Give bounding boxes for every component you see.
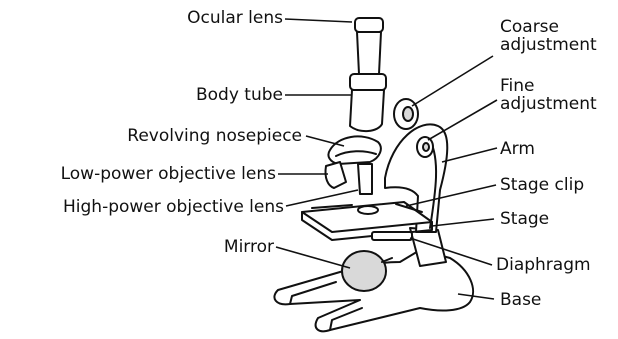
leader-coarse (412, 56, 493, 106)
low-power-objective-shape (325, 162, 346, 188)
leader-ocular-lens (285, 19, 352, 22)
leader-stage (432, 219, 494, 226)
label-stage: Stage (500, 209, 549, 229)
label-fine-line1: Fine (500, 77, 597, 95)
label-coarse-line2: adjustment (500, 36, 597, 54)
leader-high-power (286, 190, 358, 206)
label-stage-clip: Stage clip (500, 175, 584, 195)
ocular-lens-shape (355, 18, 383, 32)
body-tube-shape (350, 90, 384, 131)
label-diaphragm: Diaphragm (496, 255, 591, 275)
label-fine-adjustment: Fine adjustment (500, 77, 597, 113)
label-base: Base (500, 290, 541, 310)
label-fine-line2: adjustment (500, 95, 597, 113)
label-low-power-objective: Low-power objective lens (4, 164, 276, 184)
leader-mirror (276, 247, 350, 268)
leader-arm (442, 148, 497, 162)
mirror-shape (342, 251, 386, 291)
leader-fine (428, 100, 497, 140)
diaphragm-shape (372, 232, 412, 240)
label-revolving-nosepiece: Revolving nosepiece (40, 126, 302, 146)
label-body-tube: Body tube (105, 85, 283, 105)
revolving-nosepiece-shape (328, 136, 380, 164)
label-coarse-line1: Coarse (500, 18, 597, 36)
label-ocular-lens: Ocular lens (105, 8, 283, 28)
leader-lines (276, 19, 497, 299)
label-coarse-adjustment: Coarse adjustment (500, 18, 597, 54)
label-mirror: Mirror (150, 237, 274, 257)
label-arm: Arm (500, 139, 535, 159)
label-high-power-objective: High-power objective lens (2, 197, 284, 217)
high-power-objective-shape (358, 164, 372, 194)
